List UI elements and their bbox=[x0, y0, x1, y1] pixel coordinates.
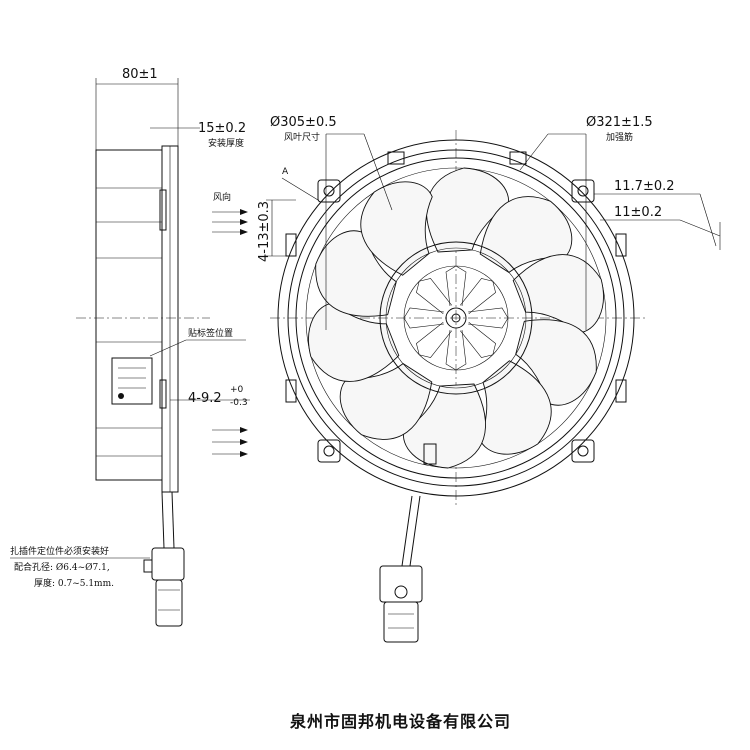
front-view: Ø305±0.5 风叶尺寸 Ø321±1.5 加强筋 11.7±0.2 11±0… bbox=[270, 115, 721, 643]
rib-dia-dim: Ø321±1.5 bbox=[586, 115, 653, 130]
fan-blade bbox=[339, 363, 433, 440]
connector-note-line1: 扎插件定位件必须安装好 bbox=[10, 545, 109, 557]
width-dim: 80±1 bbox=[122, 67, 158, 82]
section-mark: A bbox=[282, 167, 289, 177]
blade-tip-circle bbox=[305, 167, 607, 469]
fan-blade bbox=[315, 230, 397, 317]
blade-dia-dim: Ø305±0.5 bbox=[270, 115, 337, 130]
cable-grommet bbox=[423, 443, 437, 465]
hole-dim-main: 4-9.2 bbox=[188, 391, 222, 406]
connector-note: 扎插件定位件必须安装好 配合孔径: Ø6.4~Ø7.1, 厚度: 0.7~5.1… bbox=[10, 545, 150, 589]
offset-dim-1: 11.7±0.2 bbox=[614, 179, 675, 194]
hub-center bbox=[445, 307, 467, 329]
hub-ribs bbox=[403, 265, 509, 371]
shroud-outer bbox=[277, 139, 635, 497]
mounting-lugs bbox=[317, 151, 595, 463]
side-view: 80±1 15±0.2 安装厚度 bbox=[76, 67, 319, 627]
airflow-arrows bbox=[212, 209, 248, 457]
hub-rib bbox=[403, 307, 445, 329]
mount-thickness-dim: 15±0.2 bbox=[198, 121, 246, 136]
fan-blade bbox=[479, 360, 552, 455]
airflow-label: 风向 bbox=[213, 191, 231, 203]
hub-outer bbox=[379, 241, 533, 395]
label-area bbox=[111, 357, 153, 405]
hub-rib bbox=[416, 278, 452, 314]
fan-blade bbox=[515, 319, 597, 406]
hole-dim-lower: -0.3 bbox=[230, 398, 248, 408]
fan-blade bbox=[360, 181, 433, 276]
hub-rib bbox=[416, 322, 452, 358]
connector-note-line3: 厚度: 0.7~5.1mm. bbox=[34, 577, 114, 589]
reinforcing-rib bbox=[295, 157, 617, 479]
hub-rib bbox=[445, 329, 467, 371]
slot-dim: 4-13±0.3 bbox=[257, 201, 272, 262]
fan-blade bbox=[308, 302, 400, 382]
hub-rib bbox=[460, 278, 496, 314]
mount-thickness-label: 安装厚度 bbox=[208, 137, 244, 149]
rib-dia-label: 加强筋 bbox=[606, 131, 633, 143]
hub-rib bbox=[460, 322, 496, 358]
hole-dim-upper: +0 bbox=[230, 385, 244, 395]
company-name: 泉州市固邦机电设备有限公司 bbox=[290, 712, 511, 731]
fan-blade bbox=[512, 254, 604, 334]
label-position-text: 贴标签位置 bbox=[188, 327, 233, 339]
offset-dim-2: 11±0.2 bbox=[614, 205, 662, 220]
side-connector-body bbox=[151, 547, 185, 581]
connector-note-line2: 配合孔径: Ø6.4~Ø7.1, bbox=[14, 561, 110, 573]
front-connector-body bbox=[379, 565, 423, 603]
hub-rib bbox=[445, 265, 467, 307]
blade-dia-label: 风叶尺寸 bbox=[284, 131, 320, 143]
hub-rib bbox=[467, 307, 509, 329]
motor-body bbox=[95, 149, 163, 481]
fan-blade bbox=[479, 196, 573, 273]
